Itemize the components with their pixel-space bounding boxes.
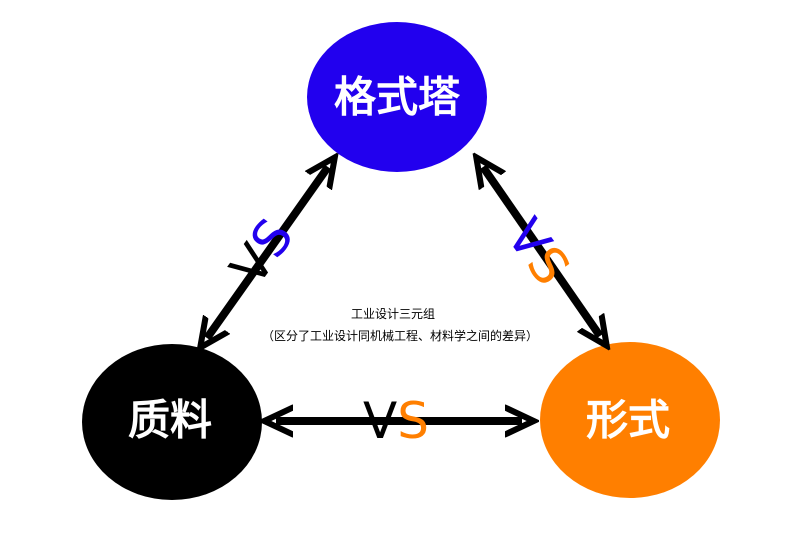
caption-subtitle: （区分了工业设计同机械工程、材料学之间的差异） bbox=[262, 328, 538, 343]
node-form-label: 形式 bbox=[586, 396, 670, 445]
vs-s-material-form: S bbox=[397, 392, 429, 450]
arrow-gestalt-form bbox=[483, 167, 600, 336]
node-gestalt-circle bbox=[307, 22, 487, 172]
node-gestalt: 格式塔 bbox=[307, 22, 487, 172]
vs-v-material-form: V bbox=[363, 392, 397, 450]
svg-text:VS: VS bbox=[363, 392, 429, 450]
node-material-label: 质料 bbox=[128, 396, 212, 445]
node-material: 质料 bbox=[82, 344, 262, 500]
svg-text:VS: VS bbox=[495, 208, 581, 295]
node-gestalt-label: 格式塔 bbox=[334, 73, 461, 122]
caption-title: 工业设计三元组 bbox=[351, 307, 435, 321]
node-material-circle bbox=[82, 344, 262, 500]
vs-label-material-form: VS bbox=[363, 392, 429, 450]
node-form: 形式 bbox=[540, 342, 720, 498]
arrow-gestalt-material bbox=[207, 167, 328, 338]
node-form-circle bbox=[540, 342, 720, 498]
vs-label-gestalt-form: VS bbox=[495, 208, 581, 295]
